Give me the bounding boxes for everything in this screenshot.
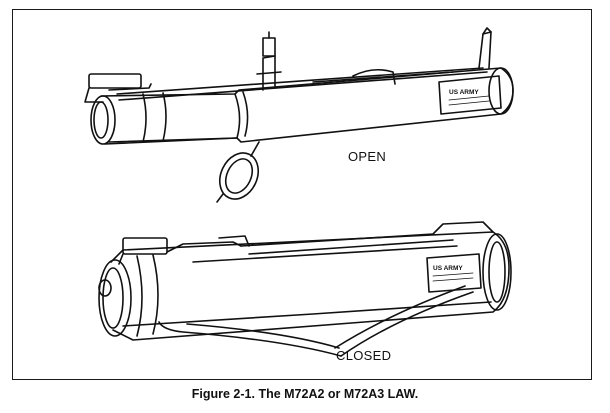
figure-frame: US ARMY — [12, 9, 592, 380]
launcher-closed-drawing: US ARMY — [98, 221, 512, 357]
figure-caption: Figure 2-1. The M72A2 or M72A3 LAW. — [191, 387, 419, 401]
law-rocket-illustration: US ARMY — [84, 27, 514, 357]
open-state-label: OPEN — [348, 149, 387, 164]
closed-army-marking: US ARMY — [433, 265, 463, 272]
closed-state-label: CLOSED — [336, 348, 392, 363]
launcher-open-drawing: US ARMY — [84, 27, 514, 203]
open-army-marking: US ARMY — [449, 89, 479, 96]
